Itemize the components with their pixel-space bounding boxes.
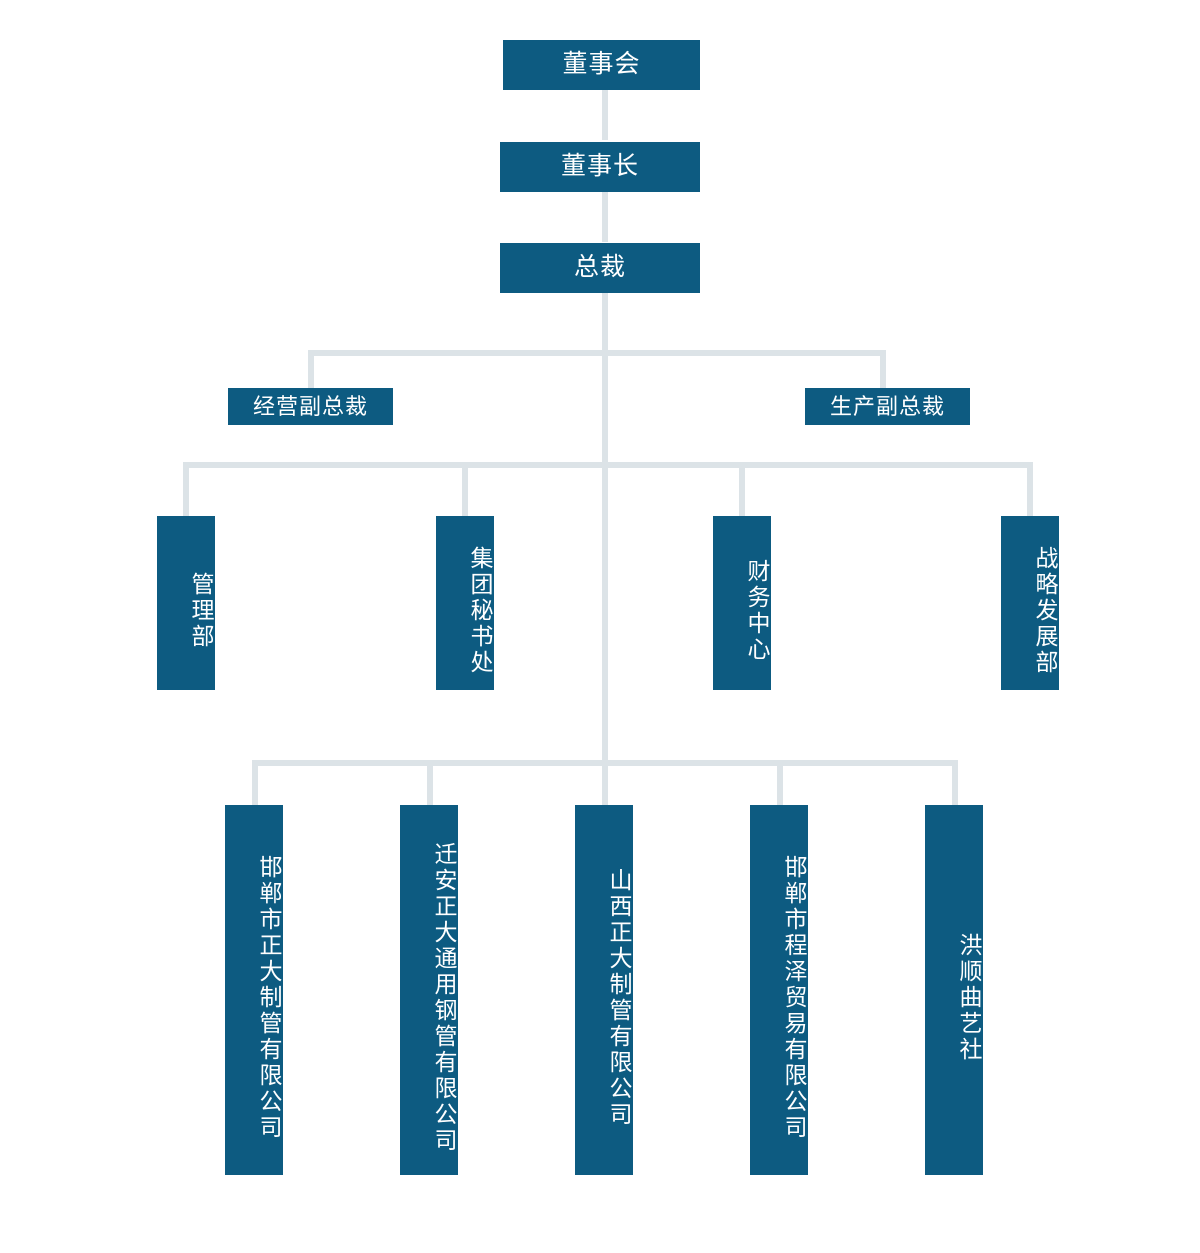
connector-vp-bus xyxy=(308,350,886,356)
connector-sub-drop-4 xyxy=(777,760,783,805)
connector-dept-drop-3 xyxy=(739,462,745,516)
node-subsidiary-handan-chengze-trading[interactable]: 邯郸市程泽贸易有限公司 xyxy=(750,805,808,1175)
connector-sub-drop-1 xyxy=(252,760,258,805)
node-subsidiary-qianan-zhengda-steel-pipe[interactable]: 迁安正大通用钢管有限公司 xyxy=(400,805,458,1175)
node-subsidiary-handan-zhengda-pipe[interactable]: 邯郸市正大制管有限公司 xyxy=(225,805,283,1175)
node-department-group-secretariat[interactable]: 集团秘书处 xyxy=(436,516,494,690)
node-vp-production[interactable]: 生产副总裁 xyxy=(805,388,970,425)
connector-dept-drop-2 xyxy=(462,462,468,516)
node-president[interactable]: 总裁 xyxy=(500,243,700,293)
node-department-management[interactable]: 管理部 xyxy=(157,516,215,690)
connector-dept-drop-1 xyxy=(183,462,189,516)
node-subsidiary-shanxi-zhengda-pipe[interactable]: 山西正大制管有限公司 xyxy=(575,805,633,1175)
node-department-finance-center[interactable]: 财务中心 xyxy=(713,516,771,690)
connector-sub-drop-5 xyxy=(952,760,958,805)
connector-board-to-chairman xyxy=(602,90,608,140)
node-board-of-directors[interactable]: 董事会 xyxy=(503,40,700,90)
connector-department-bus xyxy=(183,462,1030,468)
node-department-strategic-development[interactable]: 战略发展部 xyxy=(1001,516,1059,690)
node-chairman[interactable]: 董事长 xyxy=(500,142,700,192)
connector-chairman-to-president xyxy=(602,192,608,242)
connector-vp-right-drop xyxy=(880,350,886,388)
connector-dept-drop-4 xyxy=(1027,462,1033,516)
connector-sub-drop-3 xyxy=(602,760,608,805)
connector-president-trunk xyxy=(602,293,608,805)
node-subsidiary-hongshun-quyishe[interactable]: 洪顺曲艺社 xyxy=(925,805,983,1175)
connector-sub-drop-2 xyxy=(427,760,433,805)
connector-vp-left-drop xyxy=(308,350,314,388)
node-vp-operations[interactable]: 经营副总裁 xyxy=(228,388,393,425)
